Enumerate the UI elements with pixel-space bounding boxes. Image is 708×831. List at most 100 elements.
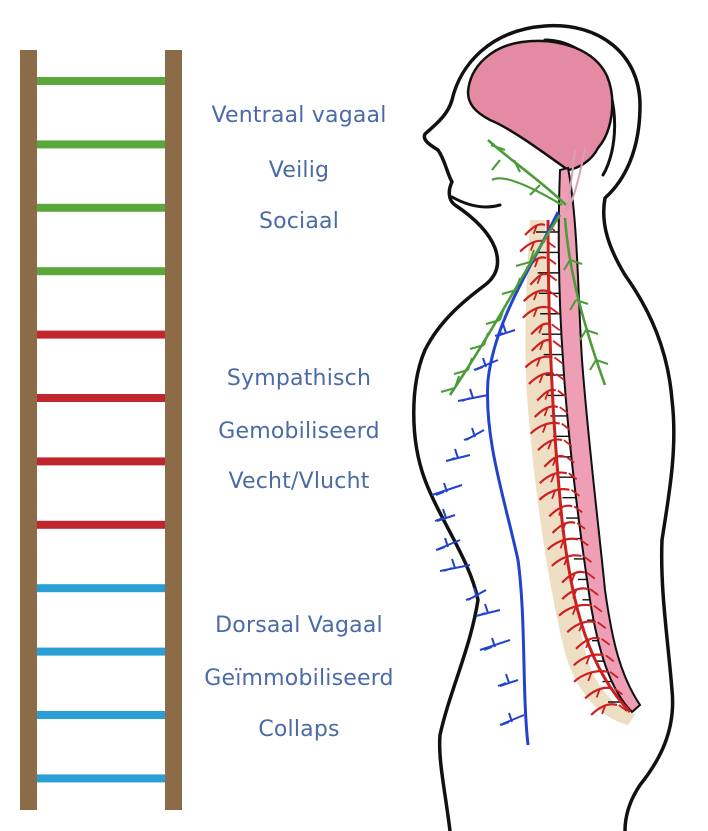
ladder-rung-dorsal bbox=[37, 774, 165, 783]
sympathetic-twig bbox=[572, 588, 599, 599]
dorsal-vagal-nerves bbox=[431, 211, 560, 746]
brainstem-fibres bbox=[565, 147, 586, 211]
dorsal-vagus-branch bbox=[497, 673, 519, 687]
ventral-vagus-face-twigs bbox=[490, 143, 563, 206]
sympathetic-branch bbox=[537, 438, 563, 451]
sympathetic-twig bbox=[585, 654, 615, 665]
ventral-vagus-twig bbox=[440, 375, 460, 393]
ladder-rung-ventral bbox=[37, 140, 165, 149]
sympathetic-twig bbox=[536, 356, 564, 367]
sympathetic-branch bbox=[522, 289, 548, 302]
label-mobilized: Gemobiliseerd bbox=[218, 419, 380, 444]
sympathetic-branch bbox=[590, 703, 618, 716]
ladder-rung-dorsal bbox=[37, 711, 165, 719]
dorsal-vagus-branch bbox=[435, 537, 461, 551]
ventral-vagus-trunk-right bbox=[563, 217, 607, 386]
sympathetic-branch bbox=[533, 405, 559, 418]
sympathetic-twig bbox=[552, 456, 575, 467]
sympathetic-twig bbox=[544, 389, 567, 400]
sympathetic-branch bbox=[522, 305, 549, 319]
sympathetic-branch bbox=[529, 272, 548, 286]
dorsal-vagus-trunk bbox=[486, 211, 560, 746]
sympathetic-branch bbox=[524, 223, 546, 236]
sympathetic-branch bbox=[558, 603, 593, 617]
sympathetic-branch bbox=[566, 620, 597, 634]
dorsal-vagus-branch bbox=[439, 558, 471, 572]
ladder-rung-sympathetic bbox=[37, 394, 165, 402]
dorsal-vagus-branch bbox=[494, 323, 516, 337]
sympathetic-twig bbox=[536, 273, 558, 284]
ventral-vagal-nerves bbox=[440, 139, 609, 396]
dorsal-vagus-branch bbox=[445, 448, 471, 462]
sympathetic-twig bbox=[539, 340, 562, 351]
sympathetic-twig bbox=[559, 538, 589, 549]
sympathetic-twig bbox=[601, 704, 628, 715]
sympathetic-branch bbox=[584, 686, 613, 700]
ventral-vagus-twig bbox=[515, 249, 535, 267]
sympathetic-branch bbox=[561, 587, 589, 600]
dorsal-vagus-branch bbox=[465, 587, 487, 601]
sympathetic-twig bbox=[578, 621, 607, 632]
ventral-vagus-twig bbox=[469, 332, 489, 350]
label-fight-flight: Vecht/Vlucht bbox=[228, 469, 370, 494]
ventral-vagus-twig bbox=[453, 357, 473, 375]
sympathetic-twig bbox=[585, 638, 611, 649]
sympathetic-branch bbox=[529, 421, 561, 435]
sympathetic-twig bbox=[543, 406, 569, 417]
sympathetic-twig bbox=[533, 290, 559, 301]
sympathetic-branch bbox=[536, 388, 557, 402]
sympathetic-twig bbox=[532, 307, 560, 318]
label-safe: Veilig bbox=[268, 158, 330, 183]
sympathetic-branch bbox=[551, 554, 582, 567]
sympathetic-nerves bbox=[519, 219, 632, 716]
sympathetic-branch bbox=[548, 504, 573, 518]
sympathetic-twig bbox=[529, 240, 556, 251]
ventral-vagus-twig bbox=[485, 307, 505, 325]
ventral-vagus-twig bbox=[569, 299, 589, 311]
sympathetic-branch bbox=[539, 471, 568, 485]
sympathetic-branch bbox=[538, 488, 570, 501]
ladder-rung-ventral bbox=[37, 267, 165, 276]
sympathetic-branch bbox=[561, 570, 586, 584]
ladder-rail-right bbox=[165, 50, 182, 810]
sympathetic-twig bbox=[538, 323, 561, 334]
sympathetic-twig bbox=[538, 373, 565, 384]
ventral-vagus-twig bbox=[579, 329, 599, 341]
label-collapse: Collaps bbox=[258, 717, 340, 742]
sympathetic-twig bbox=[561, 522, 586, 533]
dorsal-vagus-branch bbox=[473, 357, 499, 371]
label-dorsal-vagal: Dorsaal Vagaal bbox=[215, 613, 383, 638]
sympathetic-twig bbox=[563, 555, 592, 566]
ladder-rung-dorsal bbox=[37, 647, 165, 656]
ventral-vagus-twig bbox=[501, 277, 521, 295]
ladder-rung-ventral bbox=[37, 77, 165, 85]
ventral-vagus-twig bbox=[563, 259, 583, 271]
polyvagal-ladder bbox=[20, 50, 182, 810]
sympathetic-branch bbox=[530, 322, 551, 336]
sympathetic-branch bbox=[572, 653, 605, 667]
sympathetic-twig bbox=[558, 505, 583, 516]
ventral-vagus-trunk-left bbox=[448, 214, 562, 396]
label-ventral-vagal: Ventraal vagaal bbox=[211, 103, 387, 128]
sympathetic-twig bbox=[595, 687, 623, 698]
ladder-rungs bbox=[37, 77, 165, 783]
dorsal-vagus-branch bbox=[457, 388, 489, 402]
dorsal-vagus-branch bbox=[463, 427, 485, 441]
vertebral-column bbox=[525, 220, 635, 725]
ladder-rung-sympathetic bbox=[37, 520, 165, 529]
label-immobilized: Geïmmobiliseerd bbox=[204, 666, 394, 691]
brain bbox=[466, 39, 614, 172]
sympathetic-twig bbox=[547, 439, 573, 450]
sympathetic-branch bbox=[530, 339, 552, 352]
ladder-rail-left bbox=[20, 50, 37, 810]
sympathetic-twig bbox=[550, 472, 578, 483]
sympathetic-branch bbox=[543, 454, 565, 468]
sympathetic-twig bbox=[534, 257, 557, 268]
ladder-rung-sympathetic bbox=[37, 330, 165, 339]
sympathetic-twig bbox=[587, 671, 619, 682]
dorsal-vagus-branch bbox=[434, 508, 456, 522]
sympathetic-twig bbox=[542, 422, 571, 433]
label-social: Sociaal bbox=[258, 209, 340, 234]
sympathetic-branch bbox=[551, 521, 576, 534]
sympathetic-branch bbox=[524, 355, 553, 369]
